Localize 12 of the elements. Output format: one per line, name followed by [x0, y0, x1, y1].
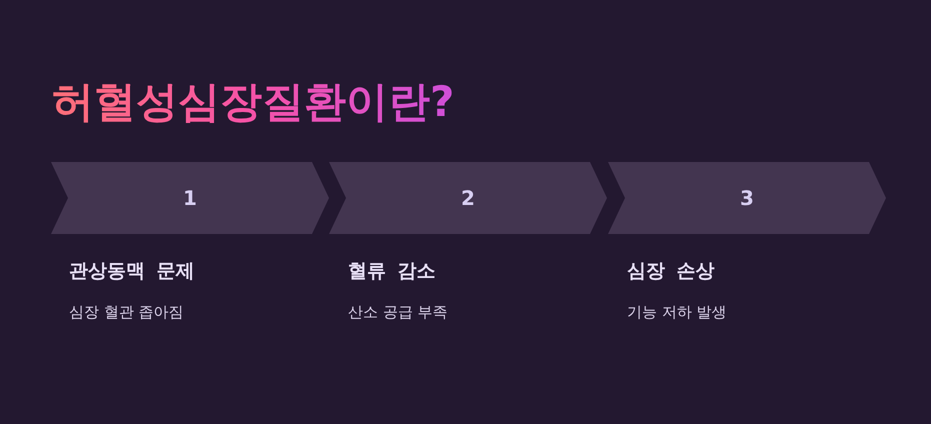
step-heading: 혈류 감소	[348, 260, 436, 283]
step-number: 2	[461, 188, 475, 208]
chevron-step	[608, 162, 886, 234]
step-description: 산소 공급 부족	[348, 303, 448, 321]
step-description: 기능 저하 발생	[627, 303, 727, 321]
step-description: 심장 혈관 좁아짐	[69, 303, 184, 321]
step-number: 1	[183, 188, 197, 208]
step-heading: 관상동맥 문제	[69, 260, 195, 283]
chevron-step	[51, 162, 329, 234]
step-number: 3	[740, 188, 754, 208]
chevron-step	[329, 162, 607, 234]
step-heading: 심장 손상	[627, 260, 715, 283]
